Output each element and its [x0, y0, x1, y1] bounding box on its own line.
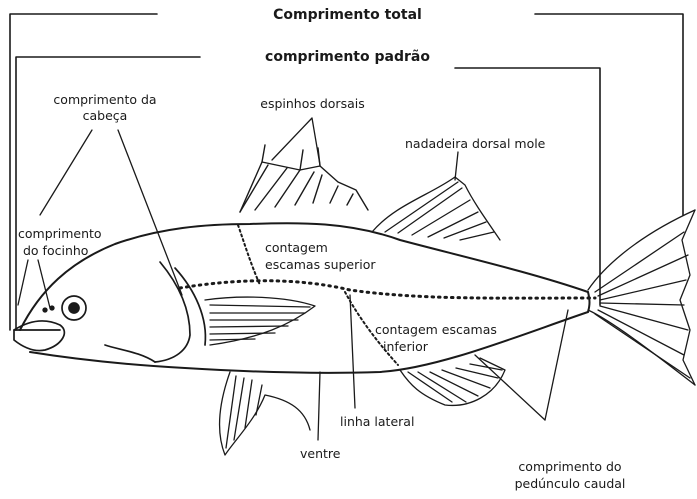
dorsal-spines-label: espinhos dorsais: [260, 96, 365, 111]
lateral-line-label: linha lateral: [340, 414, 415, 429]
head-length-label-line2: cabeça: [82, 108, 128, 123]
lower-scale-count-label-line2: inferior: [383, 339, 428, 354]
snout-length-label-line1: comprimento: [18, 226, 102, 241]
lower-scale-count-label-line1: contagem escamas: [375, 322, 497, 337]
total-length-bracket: [9, 13, 684, 331]
belly-label: ventre: [300, 446, 341, 461]
head-length-label-line1: comprimento da: [53, 92, 157, 107]
standard-length-label: comprimento padrão: [265, 49, 430, 65]
caudal-peduncle-label-line1: comprimento do: [518, 459, 622, 474]
fish-body-outline: [19, 222, 591, 374]
total-length-label: Comprimento total: [273, 7, 422, 23]
leader-lines: [17, 117, 569, 441]
pectoral-fin: [204, 296, 316, 346]
pelvic-fin: [218, 371, 311, 456]
anal-fin: [399, 357, 506, 407]
upper-scale-count-line: [237, 224, 261, 286]
snout-length-label-line2: do focinho: [23, 243, 89, 258]
soft-dorsal-fin: [371, 176, 501, 241]
standard-length-bracket: [15, 56, 601, 331]
caudal-peduncle-label-line2: pedúnculo caudal: [514, 476, 626, 491]
upper-scale-count-label-line1: contagem: [265, 240, 328, 255]
upper-scale-count-label-line2: escamas superior: [265, 257, 376, 272]
fish-head: [13, 261, 207, 363]
spiny-dorsal-fin: [239, 144, 369, 213]
lateral-line-dots: [178, 279, 597, 300]
caudal-fin: [587, 209, 696, 386]
soft-dorsal-fin-label: nadadeira dorsal mole: [405, 136, 546, 151]
